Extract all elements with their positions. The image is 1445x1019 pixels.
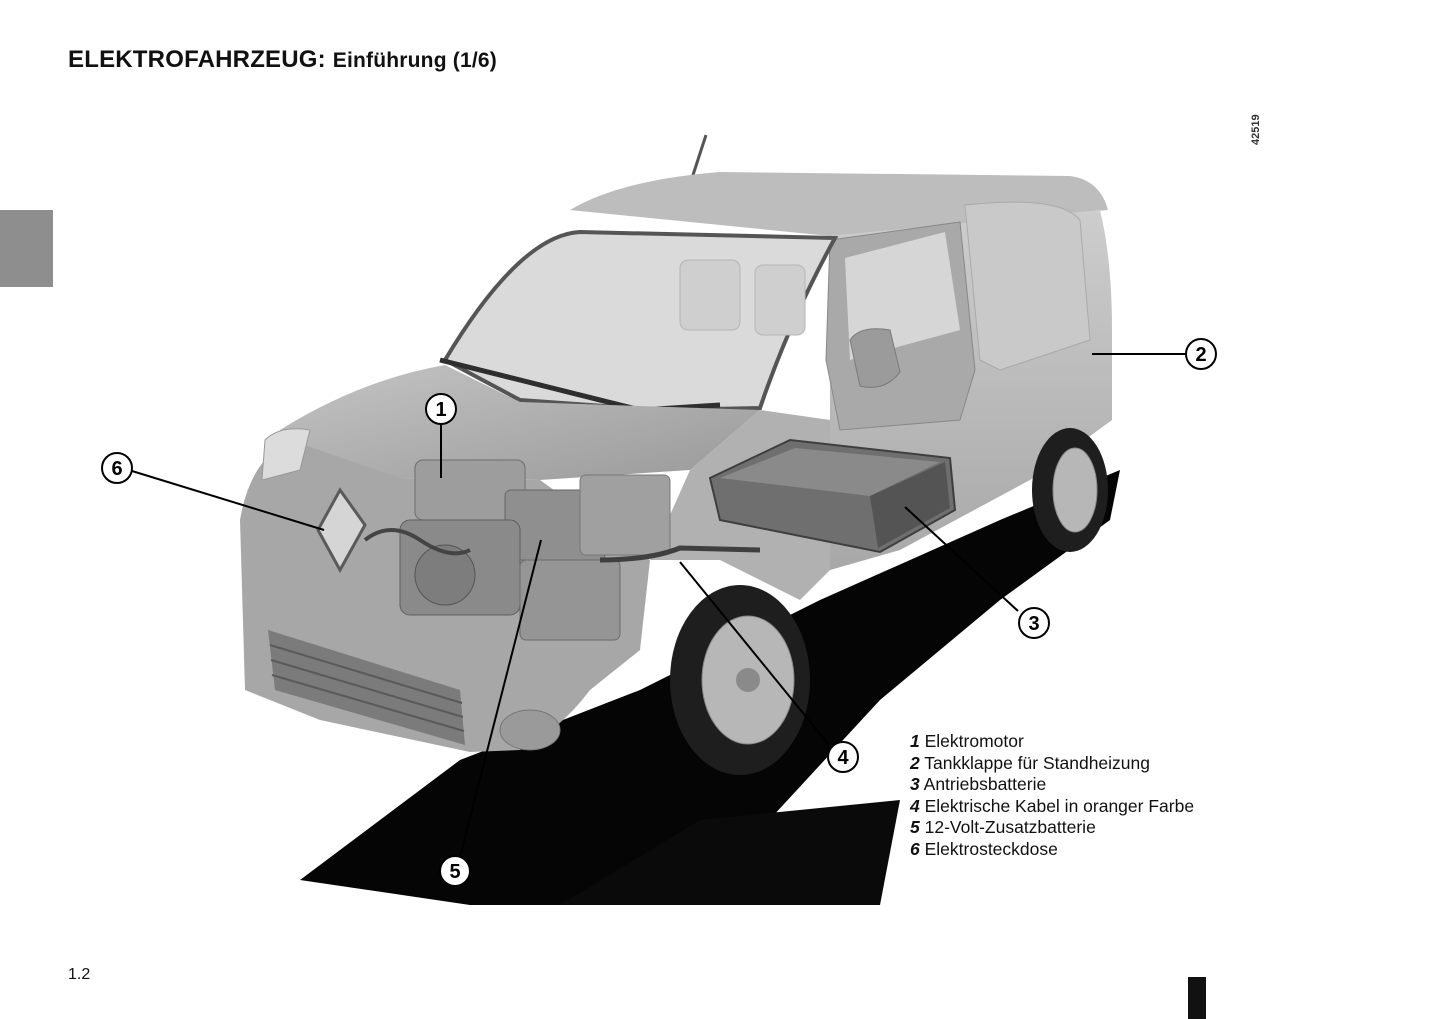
legend-item: 3 Antriebsbatterie — [910, 774, 1047, 794]
callout-3: 3 — [1018, 607, 1050, 639]
rear-wheel — [1032, 428, 1108, 552]
page-edge-marker — [1188, 977, 1206, 1019]
callout-6: 6 — [101, 452, 133, 484]
section-tab — [0, 210, 53, 287]
engine-components — [363, 459, 761, 641]
callout-2: 2 — [1185, 338, 1217, 370]
page-title-main: ELEKTROFAHRZEUG: — [68, 46, 326, 73]
svg-text:5: 5 — [449, 861, 460, 883]
legend-item: 1 Elektromotor — [910, 731, 1024, 751]
svg-text:6: 6 — [111, 458, 122, 480]
callout-4: 4 — [827, 741, 859, 773]
callout-leader-lines — [131, 353, 1186, 858]
svg-text:1: 1 — [435, 399, 446, 421]
page-number: 1.2 — [68, 966, 91, 983]
callout-1: 1 — [425, 393, 457, 425]
callout-5: 5 — [439, 855, 471, 887]
legend-item: 5 12-Volt-Zusatzbatterie — [910, 817, 1096, 837]
legend-item: 2 Tankklappe für Standheizung — [910, 752, 1150, 773]
legend-item: 6 Elektrosteckdose — [910, 838, 1058, 859]
page-title-sub: Einführung (1/6) — [332, 49, 497, 72]
svg-text:4: 4 — [837, 747, 849, 769]
brand-logo — [316, 487, 367, 574]
legend: 1 Elektromotor 2 Tankklappe für Standhei… — [910, 731, 1194, 860]
svg-text:3: 3 — [1028, 613, 1039, 635]
svg-text:2: 2 — [1195, 344, 1206, 366]
traction-battery — [708, 438, 957, 554]
front-wheel — [670, 585, 810, 775]
van-hood — [280, 365, 760, 480]
legend-item: 4 Elektrische Kabel in oranger Farbe — [910, 795, 1195, 816]
page-title: ELEKTROFAHRZEUG: Einführung (1/6) — [68, 46, 497, 74]
